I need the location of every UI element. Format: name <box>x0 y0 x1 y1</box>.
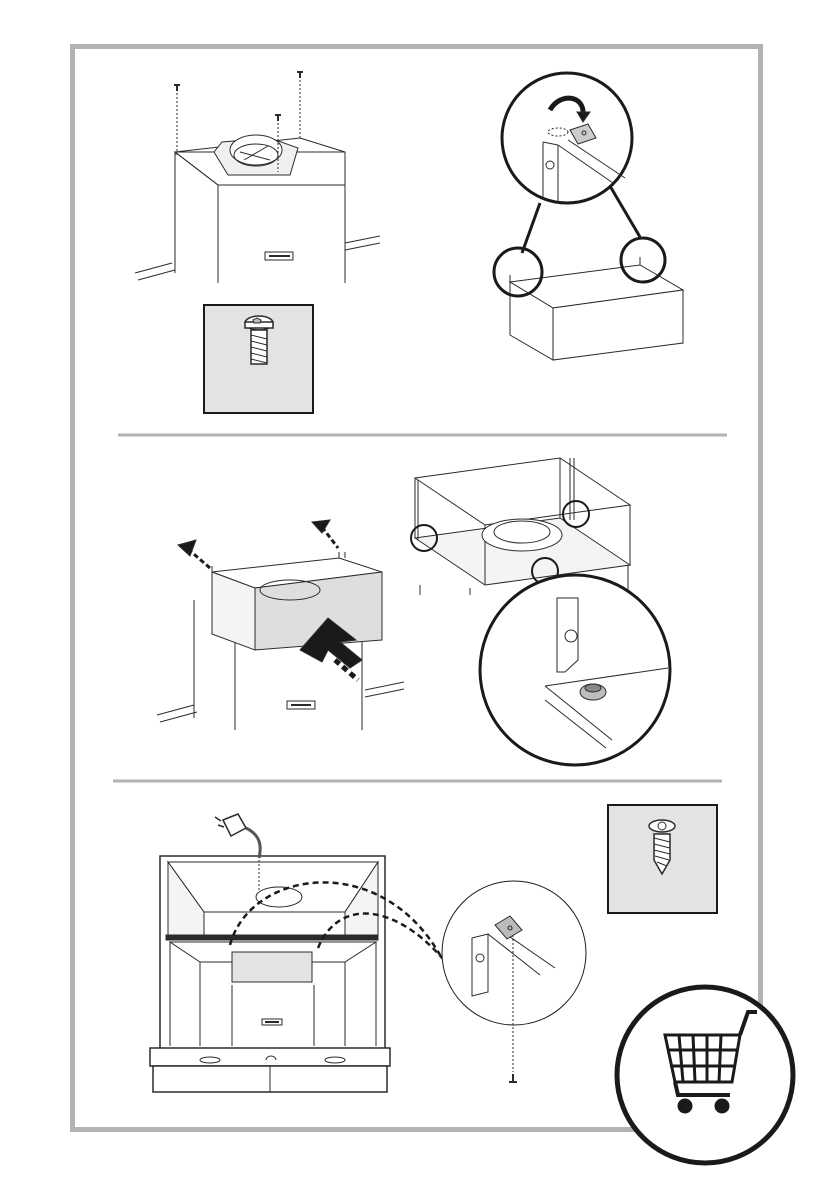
hood-assembly-front <box>150 856 448 1092</box>
step-1-section <box>135 72 683 413</box>
arrow-up-icon <box>312 520 338 548</box>
cabinet-with-bracket <box>135 135 380 283</box>
frame-fitted-view <box>411 458 630 595</box>
bracket-screw-detail <box>442 881 586 1082</box>
step-2-section <box>157 458 670 765</box>
plug-icon <box>215 814 246 836</box>
bracket-rotate-detail <box>502 73 632 203</box>
screw-icon <box>297 72 303 78</box>
self-tapping-screw-inset <box>608 805 717 913</box>
frame-corner-callouts <box>494 186 683 360</box>
arrow-up-icon <box>178 540 210 568</box>
bracket-nut-detail <box>480 575 670 765</box>
upper-frame-lift <box>157 520 404 730</box>
screw-icon <box>275 115 281 121</box>
screw-icon <box>509 1074 517 1082</box>
screw-icon <box>174 85 180 91</box>
shopping-cart-badge[interactable] <box>617 987 793 1163</box>
screw-detail-inset <box>204 305 313 413</box>
